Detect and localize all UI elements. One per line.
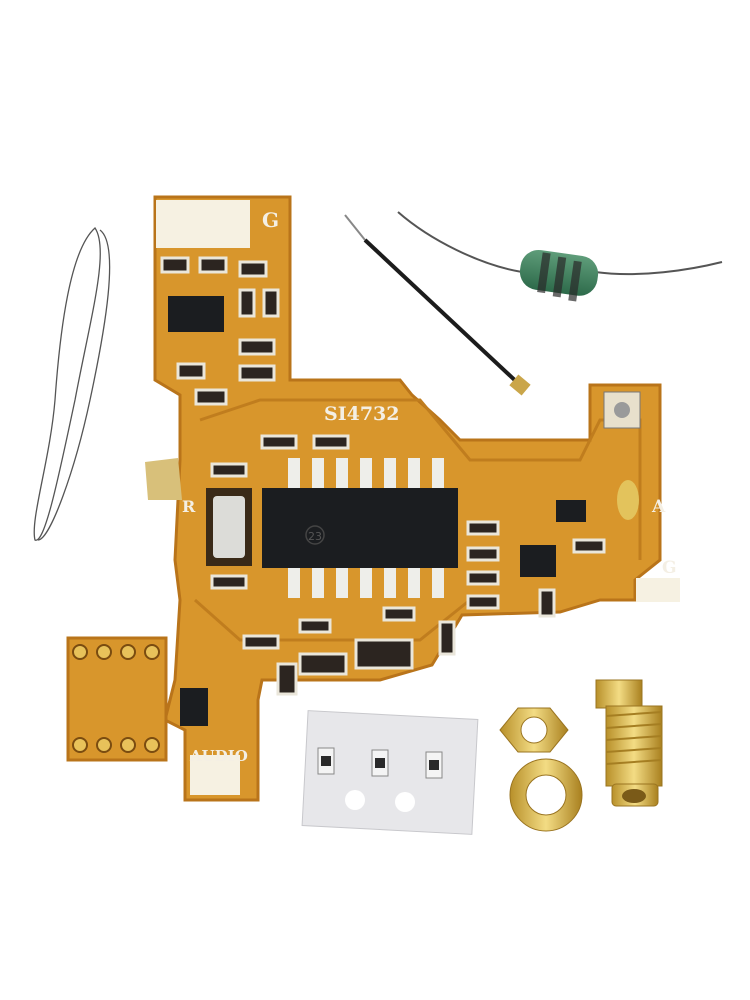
wire-loop [33,227,111,541]
r-pad [145,458,182,500]
label-audio: AUDIO [189,747,248,765]
label-chip: SI4732 [324,403,400,425]
audio-pad [190,755,240,795]
lock-washer [509,758,583,832]
si4732-chip [262,488,458,568]
antenna-pad [617,480,639,520]
smd-tape-strip [301,710,479,835]
transistor-top [168,296,224,332]
coax-pigtail [344,214,531,396]
pcb-board: G SI4732 R A G AUDIO 23 [66,195,680,802]
crystal [213,496,245,558]
label-r: R [182,497,196,516]
chip-marking: 23 [308,530,322,543]
hex-nut [499,707,569,753]
sma-connector [595,679,663,807]
ground-pad-right [636,578,680,602]
ground-pad-top [156,200,250,248]
label-antenna: A [651,497,666,517]
label-right-ground: G [662,558,677,578]
label-top-ground: G [262,208,279,232]
inductor [397,211,723,302]
